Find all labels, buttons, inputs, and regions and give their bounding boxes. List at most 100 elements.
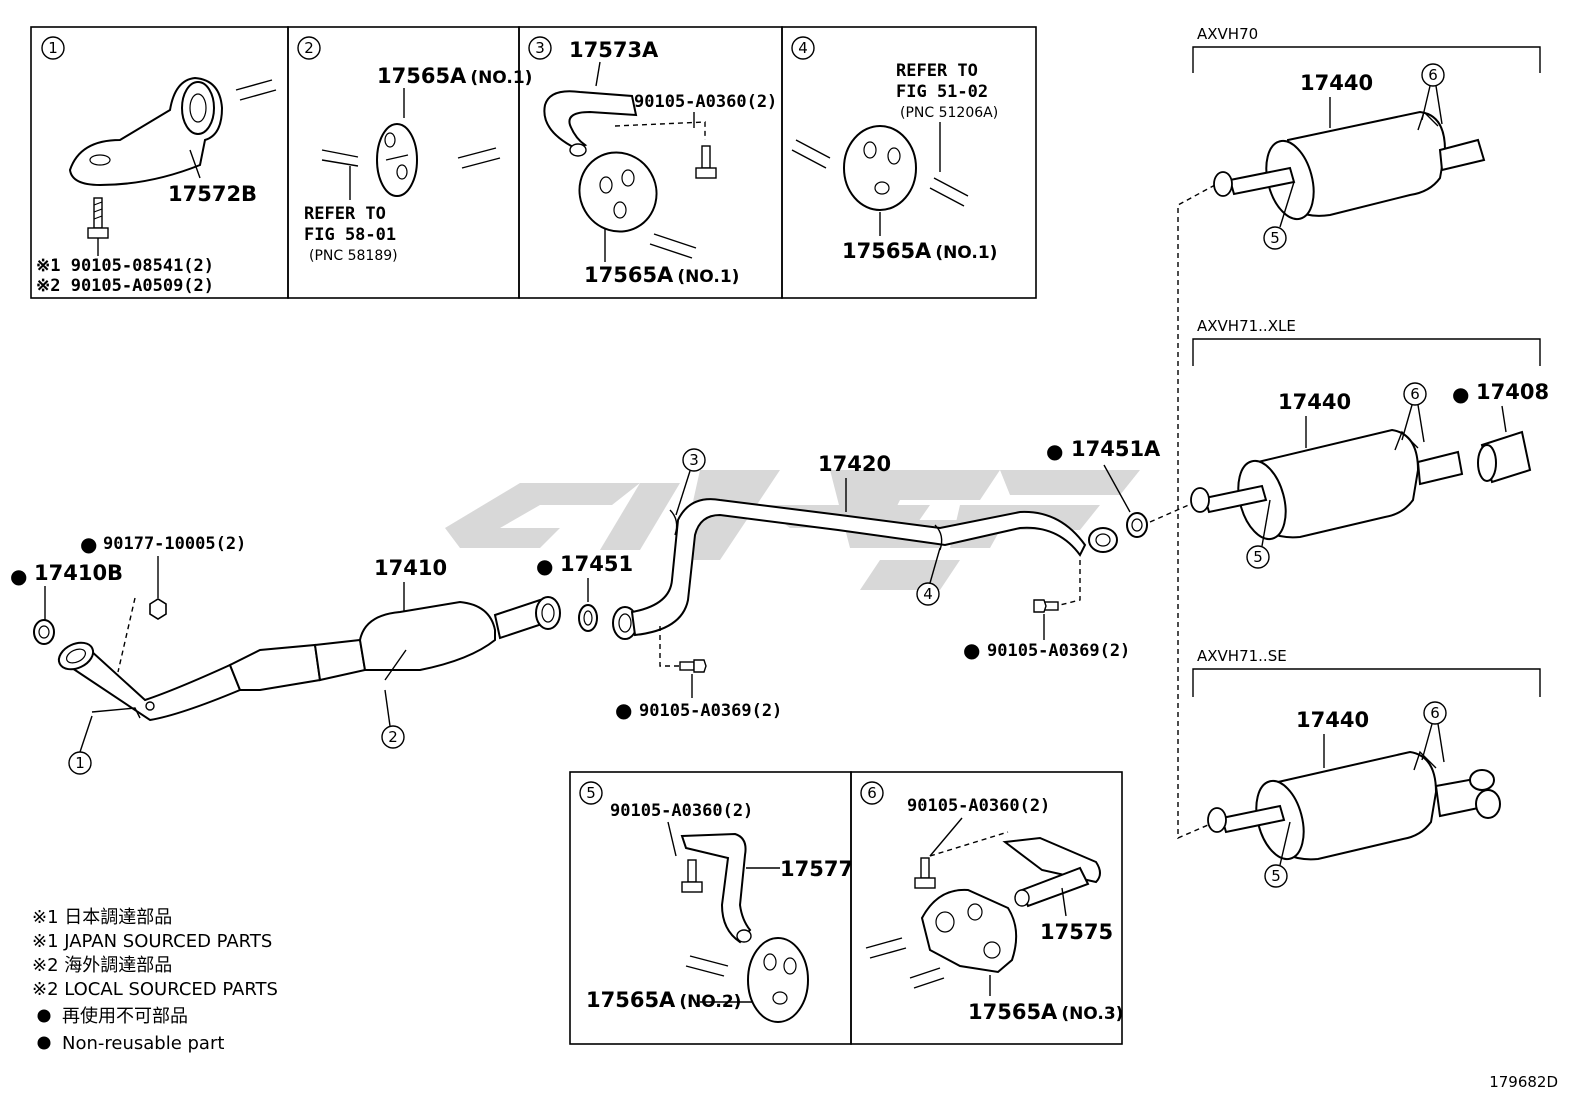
callout-6: 6 [1430, 704, 1440, 722]
detail-6: 6 90105-A0360(2) 17575 17565A(NO.3) [860, 781, 1123, 1024]
non-reusable-dot: ● [615, 698, 632, 722]
rubber-hanger-icon [376, 123, 418, 197]
variant-axvh71-se: AXVH71..SE 17440 6 5 [1192, 647, 1541, 888]
gasket-17451 [578, 604, 598, 632]
part-number-17573a: 17573A [569, 38, 659, 62]
detail-3: 3 17573A 90105-A0360(2) 17565A(NO.1) [528, 36, 777, 287]
legend-nonreuse-en: Non-reusable part [62, 1033, 224, 1054]
refer-text-3: (PNC 58189) [309, 248, 398, 264]
callout-5: 5 [1271, 867, 1281, 885]
bracket-17573a [543, 90, 638, 157]
legend-nonreuse-jp: 再使用不可部品 [62, 1006, 188, 1027]
rubber-hanger-icon [578, 151, 658, 233]
nut-icon [149, 598, 167, 620]
detail-3-frame [518, 26, 783, 299]
detail-2: 2 17565A(NO.1) REFER TO FIG 58-01 (PNC 5… [297, 36, 532, 264]
legend-japan-jp: ※1 日本調達部品 [32, 907, 172, 928]
bolt-icon [695, 145, 717, 179]
non-reusable-dot: ● [80, 532, 97, 556]
callout-3-circle [682, 448, 706, 472]
legend-local-jp: ※2 海外調達部品 [32, 955, 172, 976]
part-number-17565a-detail5: 17565A(NO.2) [586, 988, 741, 1012]
callout-6-circle [1403, 382, 1427, 406]
callout-1: 1 [75, 754, 85, 772]
part-number-17451: 17451 [560, 552, 633, 576]
main-assembly: ● 17410B ● 90177-10005(2) 17410 [10, 437, 1201, 775]
part-number-17408: 17408 [1476, 380, 1549, 404]
front-pipe-17410 [57, 596, 561, 722]
callout-2-circle [381, 725, 405, 749]
detail-4-index-circle [791, 36, 815, 60]
refer-text-3-detail4: (PNC 51206A) [900, 105, 998, 121]
model-axvh71-se: AXVH71..SE [1197, 647, 1287, 665]
callout-4: 4 [923, 585, 933, 603]
gasket-17410b [33, 619, 55, 645]
bolt-number-left: 90105-A0369(2) [639, 701, 782, 721]
part-number-17572b: 17572B [168, 182, 257, 206]
muffler-part-axvh71-se: 17440 [1296, 708, 1369, 732]
model-axvh71-xle: AXVH71..XLE [1197, 317, 1296, 335]
detail-1-index: 1 [48, 39, 58, 57]
callout-3: 3 [689, 451, 699, 469]
bolt-number-japan: ※1 90105-08541(2) [36, 256, 214, 276]
callout-2: 2 [388, 728, 398, 746]
variant-axvh70: AXVH70 17440 6 5 [1192, 25, 1541, 250]
part-number-17420: 17420 [818, 452, 891, 476]
refer-text-1: REFER TO [304, 204, 386, 224]
rubber-hanger-icon [920, 888, 1018, 974]
callout-5-circle [1263, 226, 1287, 250]
muffler-part-axvh70: 17440 [1300, 71, 1373, 95]
part-number-17410: 17410 [374, 556, 447, 580]
non-reusable-dot: ● [1452, 382, 1469, 406]
non-reusable-dot: ● [10, 564, 27, 588]
detail-6-index: 6 [867, 784, 877, 802]
part-number-17565a-detail4: 17565A(NO.1) [842, 239, 997, 263]
bolt-icon [1033, 599, 1059, 613]
legend-local-en: ※2 LOCAL SOURCED PARTS [32, 979, 278, 1000]
legend-japan-en: ※1 JAPAN SOURCED PARTS [32, 931, 272, 952]
bracket-17577 [680, 832, 752, 944]
non-reusable-dot [37, 1009, 51, 1023]
legend: ※1 日本調達部品 ※1 JAPAN SOURCED PARTS ※2 海外調達… [32, 907, 278, 1054]
part-number-17410b: 17410B [34, 561, 123, 585]
bolt-number-detail3: 90105-A0360(2) [634, 92, 777, 112]
non-reusable-dot: ● [963, 638, 980, 662]
refer-text-1-detail4: REFER TO [896, 61, 978, 81]
callout-6: 6 [1428, 66, 1438, 84]
bolt-icon [914, 857, 936, 889]
bolt-number-right: 90105-A0369(2) [987, 641, 1130, 661]
detail-3-index: 3 [535, 39, 545, 57]
bracket-number-17577: 17577 [780, 857, 853, 881]
part-number-17451a: 17451A [1071, 437, 1161, 461]
non-reusable-dot [37, 1036, 51, 1050]
non-reusable-dot: ● [536, 554, 553, 578]
detail-5-index-circle [579, 781, 603, 805]
detail-4-frame [781, 26, 1037, 299]
callout-5-circle [1246, 545, 1270, 569]
bolt-number-local: ※2 90105-A0509(2) [36, 276, 214, 296]
detail-1-index-circle [41, 36, 65, 60]
bolt-number-detail6: 90105-A0360(2) [907, 796, 1050, 816]
bolt-icon [679, 659, 707, 673]
detail-5-index: 5 [586, 784, 596, 802]
bolt-number-detail5: 90105-A0360(2) [610, 801, 753, 821]
bracket-17575 [1002, 836, 1101, 908]
callout-6-circle [1423, 701, 1447, 725]
callout-5-circle [1264, 864, 1288, 888]
part-number-17565a-detail6: 17565A(NO.3) [968, 1000, 1123, 1024]
part-number-17565a: 17565A(NO.1) [377, 64, 532, 88]
detail-2-index: 2 [304, 39, 314, 57]
variant-axvh71-xle: AXVH71..XLE 17440 6 ● 17408 5 [1190, 317, 1549, 569]
callout-1-circle [68, 751, 92, 775]
callout-6-circle [1421, 63, 1445, 87]
callout-4-circle [916, 582, 940, 606]
bolt-icon [87, 197, 109, 239]
non-reusable-dot: ● [1046, 439, 1063, 463]
refer-text-2: FIG 58-01 [304, 225, 396, 245]
exhaust-bracket-17572b [68, 76, 224, 187]
detail-1: 1 17572B ※1 90105-08541(2) ※2 90105-A050… [36, 36, 277, 296]
detail-6-index-circle [860, 781, 884, 805]
rubber-hanger-icon [747, 937, 809, 1023]
muffler-part-axvh71-xle: 17440 [1278, 390, 1351, 414]
